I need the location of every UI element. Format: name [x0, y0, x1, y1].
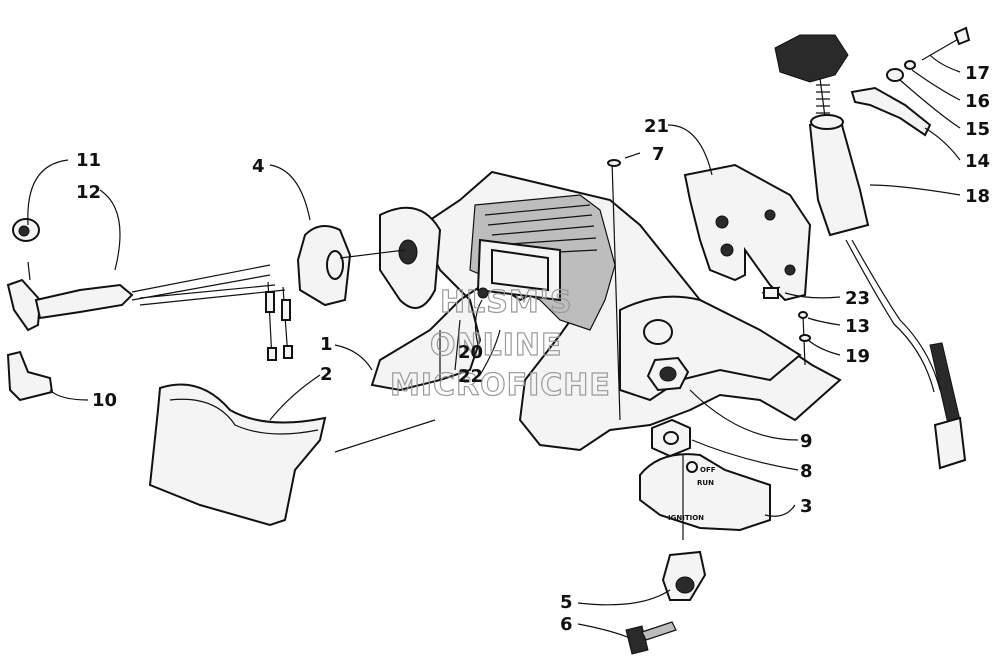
callout-14: 14 — [965, 151, 990, 172]
callout-10: 10 — [92, 390, 117, 411]
callout-8: 8 — [800, 461, 813, 482]
bottom-cover — [148, 383, 436, 527]
watermark: HLSM'S ONLINE MICROFICHE — [389, 284, 611, 403]
callout-6: 6 — [560, 614, 573, 635]
callout-11: 11 — [76, 150, 101, 171]
callout-4: 4 — [252, 156, 265, 177]
callout-15: 15 — [965, 119, 990, 140]
callout-7: 7 — [652, 144, 665, 165]
off-label: OFF — [700, 466, 716, 474]
callout-18: 18 — [965, 186, 990, 207]
ignition-label: IGNITION — [668, 514, 704, 522]
callout-17: 17 — [965, 63, 990, 84]
throttle-assembly — [6, 218, 293, 402]
callout-labels: 1 2 3 4 5 6 7 8 9 10 11 12 13 14 15 16 1… — [76, 63, 990, 635]
run-label: RUN — [697, 479, 714, 487]
watermark-line-1: HLSM'S — [440, 285, 572, 320]
callout-9: 9 — [800, 431, 813, 452]
callout-21: 21 — [644, 116, 669, 137]
callout-1: 1 — [320, 334, 333, 355]
callout-19: 19 — [845, 346, 870, 367]
primer-assembly — [774, 26, 971, 470]
callout-13: 13 — [845, 316, 870, 337]
callout-5: 5 — [560, 592, 573, 613]
callout-2: 2 — [320, 364, 333, 385]
callout-22: 22 — [458, 366, 483, 387]
leader-lines — [27, 54, 961, 639]
watermark-line-2: ONLINE — [430, 328, 563, 363]
mount-bracket — [607, 159, 812, 421]
ignition-parts: OFF RUN IGNITION — [625, 356, 771, 655]
gasket — [296, 225, 406, 307]
callout-16: 16 — [965, 91, 990, 112]
callout-3: 3 — [800, 496, 813, 517]
callout-12: 12 — [76, 182, 101, 203]
callout-20: 20 — [458, 342, 483, 363]
callout-23: 23 — [845, 288, 870, 309]
watermark-line-3: MICROFICHE — [390, 368, 611, 403]
